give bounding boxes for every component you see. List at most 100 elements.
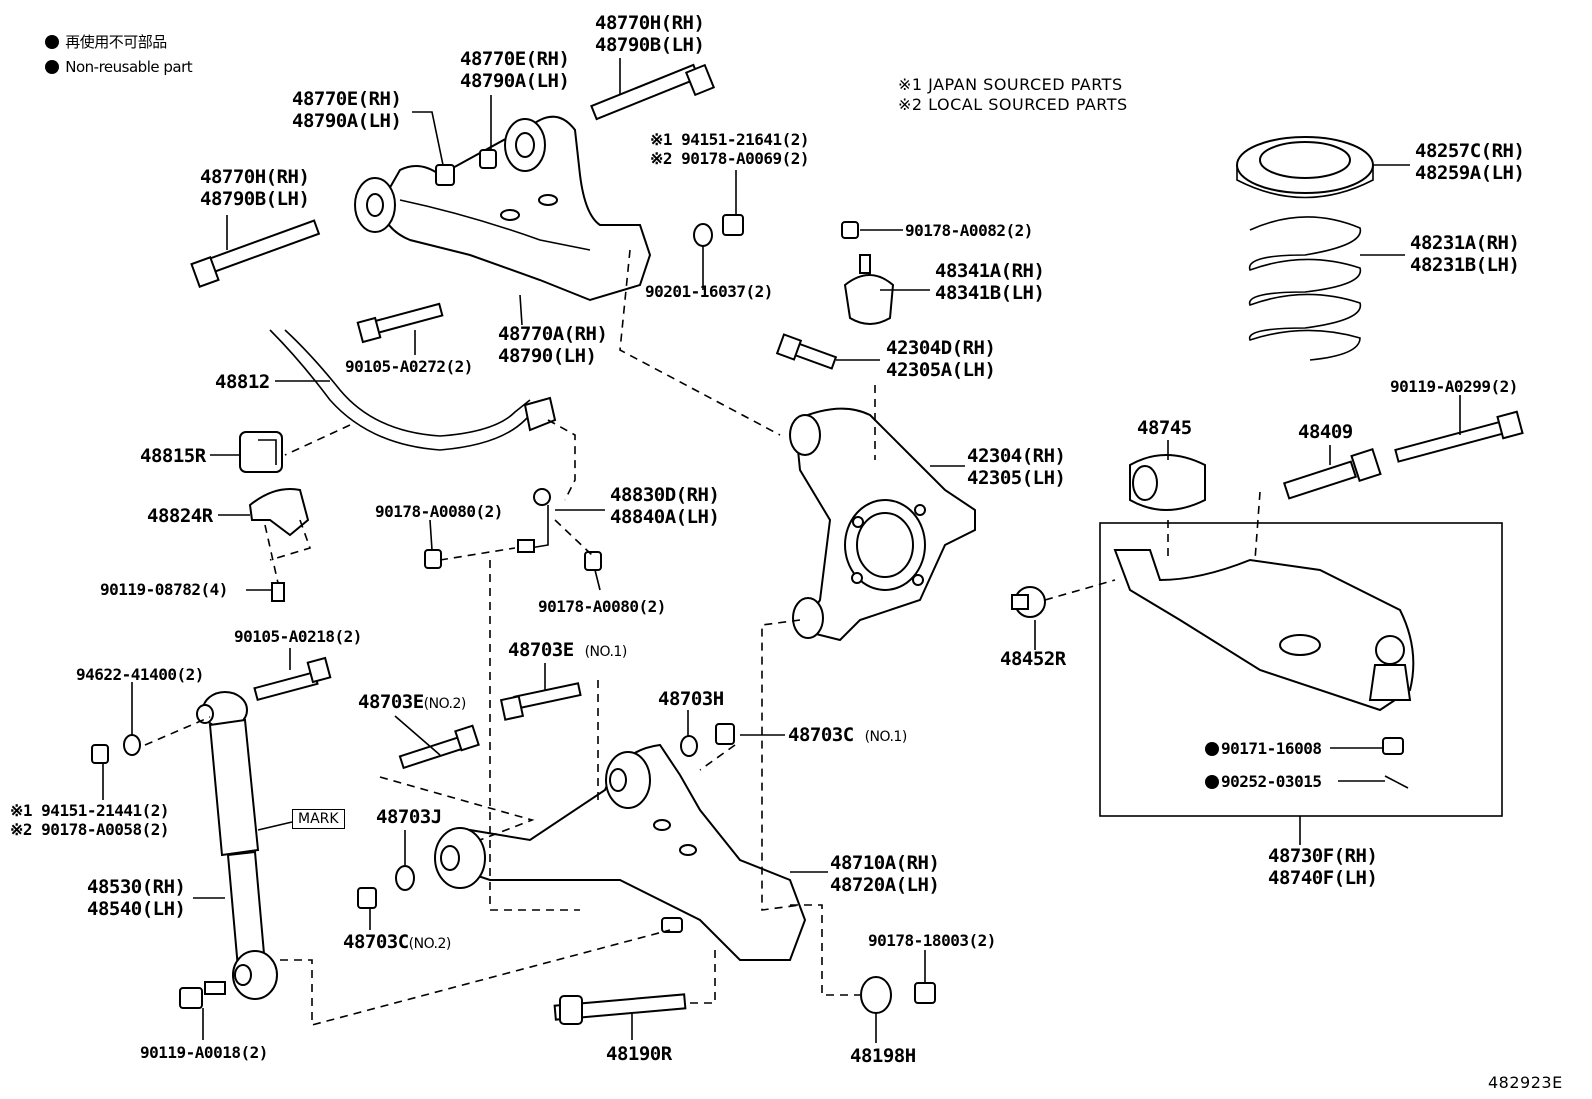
assembly-box — [1099, 522, 1503, 817]
label-line: 48341B(LH) — [935, 282, 1045, 304]
label-48703E-no2: 48703E(NO.2) — [358, 691, 466, 715]
label-line: 48770E(RH) — [460, 48, 570, 70]
label-48452R: 48452R — [1000, 648, 1066, 670]
stabilizer-bracket — [248, 488, 310, 602]
label-90119-A0299: 90119-A0299(2) — [1390, 377, 1518, 396]
legend-line-english: Non-reusable part — [45, 56, 193, 78]
label-line: ※1 94151-21641(2) — [650, 130, 810, 149]
label-90178-A0080-left: 90178-A0080(2) — [375, 502, 503, 521]
coil-spring — [1248, 216, 1362, 361]
label-94151-bottom: ※1 94151-21441(2)※2 90178-A0058(2) — [10, 801, 170, 839]
non-reusable-dot-icon — [1205, 775, 1219, 789]
label-line: 48790A(LH) — [460, 70, 570, 92]
label-90178-A0082: 90178-A0082(2) — [905, 221, 1033, 240]
label-sub: (NO.2) — [423, 696, 467, 712]
label-line: 48720A(LH) — [830, 874, 940, 896]
non-reusable-dot-icon — [45, 60, 59, 74]
label-90252-03015: 90252-03015 — [1205, 772, 1322, 791]
cam-plate-48198H — [860, 976, 936, 1014]
label-main: 48703C — [788, 724, 854, 746]
bushing-48745 — [1129, 454, 1206, 511]
label-line: 42305A(LH) — [886, 359, 996, 381]
label-line: 48770H(RH) — [200, 166, 310, 188]
bolt-42304D — [775, 333, 838, 370]
label-line: 48770E(RH) — [292, 88, 402, 110]
label-line: 48790B(LH) — [595, 34, 705, 56]
label-48824R: 48824R — [147, 505, 213, 527]
label-48703E-no1: 48703E (NO.1) — [508, 639, 627, 663]
label-48257: 48257C(RH)48259A(LH) — [1415, 140, 1525, 184]
label-94151-top: ※1 94151-21641(2)※2 90178-A0069(2) — [650, 130, 810, 168]
label-90105-A0218: 90105-A0218(2) — [234, 627, 362, 646]
label-sub: (NO.1) — [864, 729, 908, 745]
label-line: 48231A(RH) — [1410, 232, 1520, 254]
legend-text-en: Non-reusable part — [65, 58, 193, 76]
label-48770H-left: 48770H(RH)48790B(LH) — [200, 166, 310, 210]
bump-stopper — [841, 221, 895, 325]
label-line: 48540(LH) — [87, 898, 186, 920]
label-48710A: 48710A(RH)48720A(LH) — [830, 852, 940, 896]
label-line: 48770A(RH) — [498, 323, 608, 345]
label-90119-A0018: 90119-A0018(2) — [140, 1043, 268, 1062]
leader-lines — [102, 58, 1461, 1043]
label-main: 48703E — [358, 691, 424, 713]
bolt-48770H-top — [590, 63, 716, 121]
shock-absorber — [196, 691, 278, 1000]
legend-text-jp: 再使用不可部品 — [65, 33, 167, 51]
label-48341: 48341A(RH)48341B(LH) — [935, 260, 1045, 304]
bolt-48409 — [1282, 447, 1382, 500]
stabilizer-bushing — [239, 431, 283, 473]
label-line: 48259A(LH) — [1415, 162, 1525, 184]
stabilizer-bar — [269, 329, 557, 451]
label-line: 42304D(RH) — [886, 337, 996, 359]
label-main: 90171-16008 — [1221, 739, 1322, 758]
label-94622-41400: 94622-41400(2) — [76, 665, 204, 684]
label-line: 48341A(RH) — [935, 260, 1045, 282]
note-local-sourced: ※2 LOCAL SOURCED PARTS — [898, 95, 1128, 114]
label-90178-A0080-right: 90178-A0080(2) — [538, 597, 666, 616]
label-main: 48703E — [508, 639, 574, 661]
label-line: ※2 90178-A0069(2) — [650, 149, 810, 168]
label-line: 42304(RH) — [967, 445, 1066, 467]
lower-control-arm — [434, 743, 807, 961]
label-line: 48740F(LH) — [1268, 867, 1378, 889]
label-main: 48703C — [343, 931, 409, 953]
cam-bolt-48190R — [553, 993, 687, 1025]
label-48812: 48812 — [215, 371, 270, 393]
lower-control-arm-assy — [1113, 549, 1415, 789]
dashed-lines — [144, 249, 1261, 1027]
label-line: 48231B(LH) — [1410, 254, 1520, 276]
label-main: 90252-03015 — [1221, 772, 1322, 791]
label-line: 48790A(LH) — [292, 110, 402, 132]
label-90171-16008: 90171-16008 — [1205, 739, 1322, 758]
label-48770A: 48770A(RH)48790(LH) — [498, 323, 608, 367]
label-48745: 48745 — [1137, 417, 1192, 439]
bolt-90105-A0218 — [253, 656, 332, 702]
label-90178-18003: 90178-18003(2) — [868, 931, 996, 950]
label-48770H-top: 48770H(RH)48790B(LH) — [595, 12, 705, 56]
small-parts-shock — [91, 734, 226, 1009]
label-48703H: 48703H — [658, 688, 724, 710]
bolt-90105-A0272 — [356, 302, 444, 344]
label-48770E-mid: 48770E(RH)48790A(LH) — [460, 48, 570, 92]
diagram-code: 482923E — [1488, 1073, 1563, 1092]
label-line: 48830D(RH) — [610, 484, 720, 506]
non-reusable-dot-icon — [1205, 742, 1219, 756]
label-line: 48790(LH) — [498, 345, 597, 367]
cam-48452R — [1011, 586, 1046, 618]
label-line: 48730F(RH) — [1268, 845, 1378, 867]
label-90105-A0272: 90105-A0272(2) — [345, 357, 473, 376]
label-48530: 48530(RH)48540(LH) — [87, 876, 186, 920]
label-line: 42305(LH) — [967, 467, 1066, 489]
label-sub: (NO.1) — [584, 644, 628, 660]
mark-box: MARK — [292, 809, 345, 829]
label-line: 48790B(LH) — [200, 188, 310, 210]
label-48703J: 48703J — [376, 806, 442, 828]
label-42304D: 42304D(RH)42305A(LH) — [886, 337, 996, 381]
legend-line-japanese: 再使用不可部品 — [45, 31, 167, 53]
label-42304: 42304(RH)42305(LH) — [967, 445, 1066, 489]
label-sub: (NO.2) — [408, 936, 452, 952]
label-48770E-left: 48770E(RH)48790A(LH) — [292, 88, 402, 132]
label-48830D: 48830D(RH)48840A(LH) — [610, 484, 720, 528]
